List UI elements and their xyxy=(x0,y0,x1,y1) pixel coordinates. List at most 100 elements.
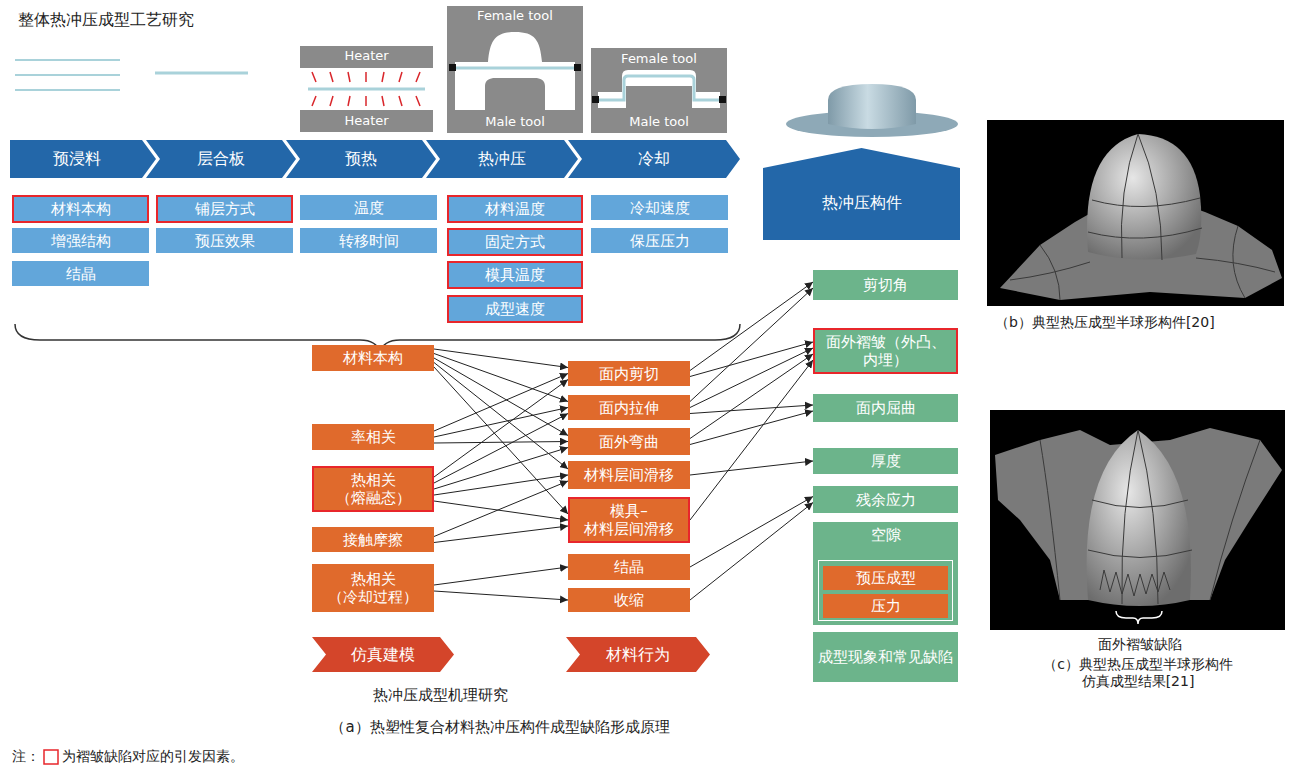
connector-arrow xyxy=(690,354,813,439)
formed-sheet xyxy=(598,76,720,100)
part-dome xyxy=(1087,134,1201,260)
mesh-line xyxy=(1196,258,1275,272)
node-text: 残余应力 xyxy=(856,491,916,509)
prepreg-layer xyxy=(15,74,120,76)
connector-arrow xyxy=(690,503,813,601)
parameter-box: 保压压力 xyxy=(591,228,728,253)
mechanism-box: 模具–材料层间滑移 xyxy=(568,497,690,543)
node-text: 预热 xyxy=(345,149,377,168)
mechanism-box: 预压成型 xyxy=(823,566,948,590)
connector-arrow xyxy=(690,348,813,408)
figure-caption: （c）典型热压成型半球形构件 仿真成型结果[21] xyxy=(1038,656,1238,690)
node-text: 仿真建模 xyxy=(351,645,415,664)
node-text: 热相关（冷却过程） xyxy=(316,570,430,606)
defect-box: 面内屈曲 xyxy=(813,394,958,422)
tool-label: Heater xyxy=(300,48,433,64)
mechanism-box: 接触摩擦 xyxy=(312,527,434,552)
photo-frame xyxy=(987,120,1284,306)
photo-frame xyxy=(990,410,1285,630)
node-text: 模具温度 xyxy=(485,266,545,284)
heat-ray xyxy=(382,72,384,82)
prepreg-layer xyxy=(15,59,120,61)
node-outline xyxy=(286,140,436,178)
heat-ray xyxy=(365,72,367,82)
connector-arrow xyxy=(434,408,568,438)
node-text: 成型速度 xyxy=(485,300,545,318)
connector-arrow xyxy=(434,380,568,478)
node-outline xyxy=(568,140,740,178)
node-text: 转移时间 xyxy=(339,232,399,250)
process-step: 层合板 xyxy=(146,140,296,178)
node-text: 接触摩擦 xyxy=(343,531,403,549)
heat-ray xyxy=(416,96,420,106)
mechanism-box: 面内拉伸 xyxy=(568,395,690,420)
mesh-line xyxy=(1040,440,1060,600)
node-text: 结晶 xyxy=(66,265,96,283)
parameter-box: 转移时间 xyxy=(300,228,437,253)
mesh-lines xyxy=(1040,430,1260,604)
process-step: 热冲压 xyxy=(426,140,578,178)
defect-box: 剪切角 xyxy=(813,270,958,300)
tool-gap xyxy=(598,70,720,108)
mechanism-box: 压力 xyxy=(823,594,948,618)
mechanism-box: 结晶 xyxy=(568,554,690,580)
wrinkle-lines xyxy=(1100,570,1170,596)
heat-ray xyxy=(399,72,402,82)
mechanism-box: 材料层间滑移 xyxy=(568,461,690,489)
mesh-line xyxy=(1092,500,1188,508)
parameter-box: 固定方式 xyxy=(447,228,583,256)
heater-box xyxy=(300,46,433,132)
laminate-sheet xyxy=(308,88,425,91)
connector-arrow xyxy=(434,526,568,543)
mechanism-box: 收缩 xyxy=(568,588,690,612)
parameter-box: 成型速度 xyxy=(447,295,583,323)
node-text: 预压成型 xyxy=(856,569,916,587)
node-text: 热冲压构件 xyxy=(822,193,902,212)
node-text: 材料本构 xyxy=(343,349,403,367)
figure-caption: （b）典型热压成型半球形构件[20] xyxy=(995,314,1295,331)
defect-box: 面外褶皱（外凸、内埋） xyxy=(813,328,958,374)
connector-arrow xyxy=(434,349,568,368)
mesh-line xyxy=(1121,134,1138,258)
note-text: 为褶皱缺陷对应的引发因素。 xyxy=(62,748,382,765)
category-arrow: 仿真建模 xyxy=(312,637,454,672)
node-text: 率相关 xyxy=(351,428,396,446)
mesh-line xyxy=(1088,228,1202,238)
node-text: 材料本构 xyxy=(51,200,111,218)
connector-arrow xyxy=(434,363,568,470)
connector-arrow xyxy=(434,414,568,484)
node-text: 结晶 xyxy=(614,558,644,576)
parameter-box: 增强结构 xyxy=(12,228,149,253)
connector-arrow xyxy=(434,591,568,600)
node-text: 压力 xyxy=(871,597,901,615)
node-outline xyxy=(426,140,578,178)
tool-label: Heater xyxy=(300,113,433,129)
clamp xyxy=(592,96,599,103)
cooling-press xyxy=(591,48,727,133)
connector-arrow xyxy=(690,461,813,475)
heat-ray xyxy=(312,96,316,106)
node-text: 预浸料 xyxy=(53,149,101,168)
heat-ray xyxy=(399,96,402,106)
node-text: 热冲压 xyxy=(478,149,526,168)
product-arrow: 热冲压构件 xyxy=(763,148,960,240)
defect-box: 残余应力 xyxy=(813,486,958,513)
mesh-lines xyxy=(1010,134,1275,300)
node-text: 面外褶皱（外凸、内埋） xyxy=(819,333,952,369)
heat-ray xyxy=(330,96,333,106)
node-outline xyxy=(146,140,296,178)
laminate-sheet xyxy=(455,67,575,70)
node-text: 成型现象和常见缺陷 xyxy=(818,648,953,666)
node-text: 面内拉伸 xyxy=(599,399,659,417)
note-text: 注： xyxy=(12,748,44,765)
connector-arrow xyxy=(690,360,813,520)
process-step: 预浸料 xyxy=(10,140,156,178)
node-outline xyxy=(763,148,960,240)
stamping-press xyxy=(447,6,583,133)
node-text: 材料层间滑移 xyxy=(584,466,674,484)
laminate-sheet xyxy=(155,72,248,75)
heat-ray xyxy=(382,96,384,106)
node-text: 冷却速度 xyxy=(630,199,690,217)
process-step: 冷却 xyxy=(568,140,740,178)
parameter-box: 结晶 xyxy=(12,261,149,286)
